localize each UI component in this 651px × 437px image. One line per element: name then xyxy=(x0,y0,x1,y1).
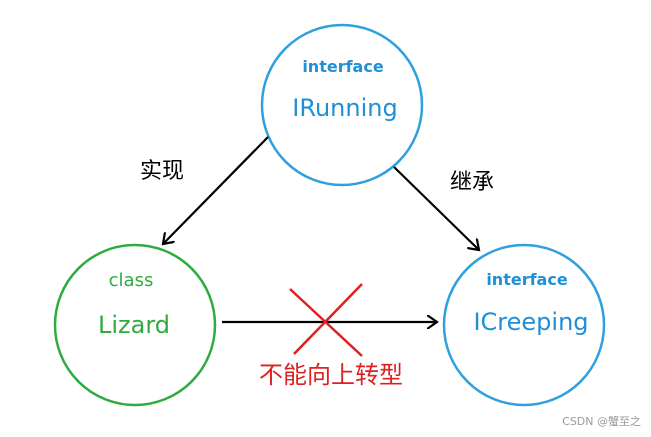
icreeping-name: ICreeping xyxy=(473,308,588,336)
irunning-name: IRunning xyxy=(292,94,397,122)
edge-implements: 实现 xyxy=(140,136,269,244)
node-icreeping: interface ICreeping xyxy=(442,243,606,407)
cross-mark xyxy=(289,283,363,357)
lizard-circle xyxy=(53,243,217,407)
icreeping-kind: interface xyxy=(486,270,568,289)
upcast-label: 不能向上转型 xyxy=(259,361,403,389)
edge-inherits: 继承 xyxy=(393,166,494,250)
inherits-arrow xyxy=(393,166,479,250)
edge-upcast: 不能向上转型 xyxy=(222,283,437,389)
watermark: CSDN @蟹至之 xyxy=(562,415,641,428)
lizard-name: Lizard xyxy=(98,311,170,339)
implements-label: 实现 xyxy=(140,159,184,184)
icreeping-circle xyxy=(442,243,606,407)
irunning-kind: interface xyxy=(302,57,384,76)
node-irunning: interface IRunning xyxy=(260,23,424,187)
irunning-circle xyxy=(260,23,424,187)
inherits-label: 继承 xyxy=(450,170,494,195)
node-lizard: class Lizard xyxy=(53,243,217,407)
lizard-kind: class xyxy=(109,270,154,291)
implements-arrow xyxy=(163,136,269,244)
